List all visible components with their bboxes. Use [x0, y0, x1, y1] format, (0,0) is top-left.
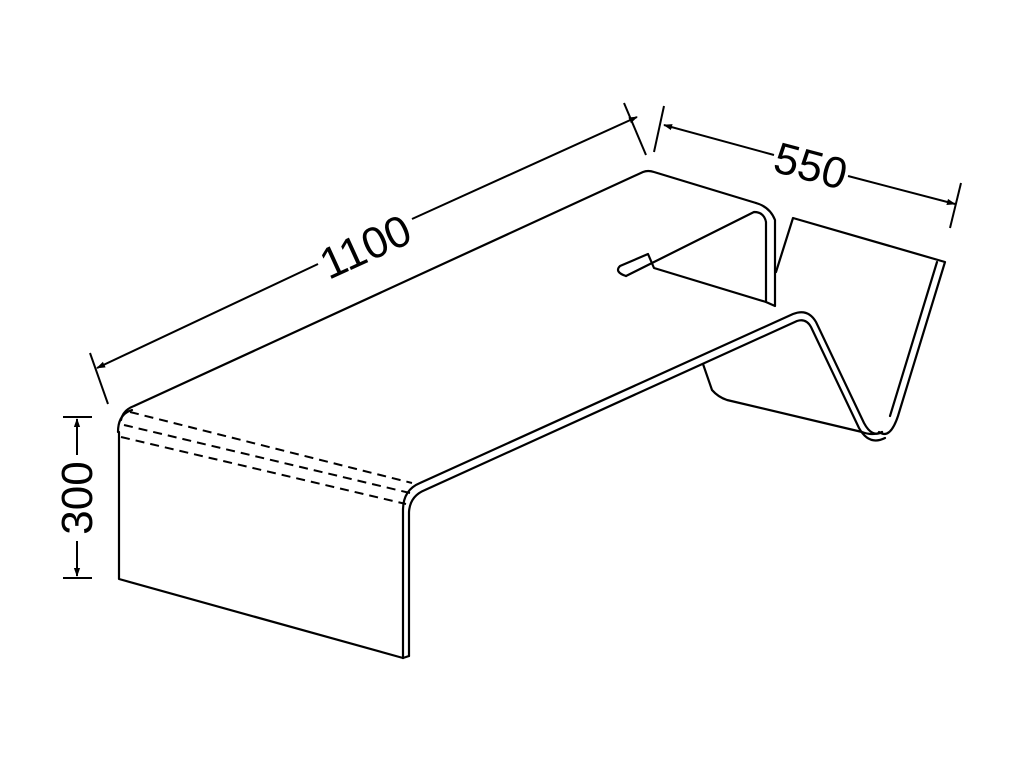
length-extension-left [89, 352, 109, 405]
length-dimension-line-a [96, 263, 319, 369]
length-extension-right [623, 102, 647, 156]
length-dimension-line-b [411, 116, 638, 220]
hidden-edge-2 [123, 424, 411, 494]
height-value: 300 [53, 461, 102, 534]
hidden-edge-1 [129, 411, 413, 484]
depth-extension-left [653, 105, 665, 153]
dimension-height: 300 [53, 416, 102, 579]
right-curl-bottom [701, 362, 884, 436]
depth-dimension-line-a [663, 124, 775, 156]
left-leg-front [117, 430, 405, 660]
right-curl-back-inner [888, 260, 939, 418]
tabletop-back-edge-inner [116, 408, 134, 434]
depth-value: 550 [769, 133, 853, 199]
back-bend-outer [624, 201, 777, 308]
dimension-length: 1100 [89, 102, 647, 405]
length-value: 1100 [312, 205, 418, 289]
right-curl-back [774, 216, 947, 436]
tabletop-front-edge [401, 311, 884, 660]
depth-extension-right [949, 182, 962, 229]
back-slot [616, 252, 768, 304]
table-body [116, 169, 947, 660]
depth-dimension-line-b [847, 175, 956, 205]
hidden-edge-3 [120, 436, 407, 505]
tabletop-front-edge-inner [407, 319, 887, 658]
dimension-depth: 550 [653, 105, 962, 229]
